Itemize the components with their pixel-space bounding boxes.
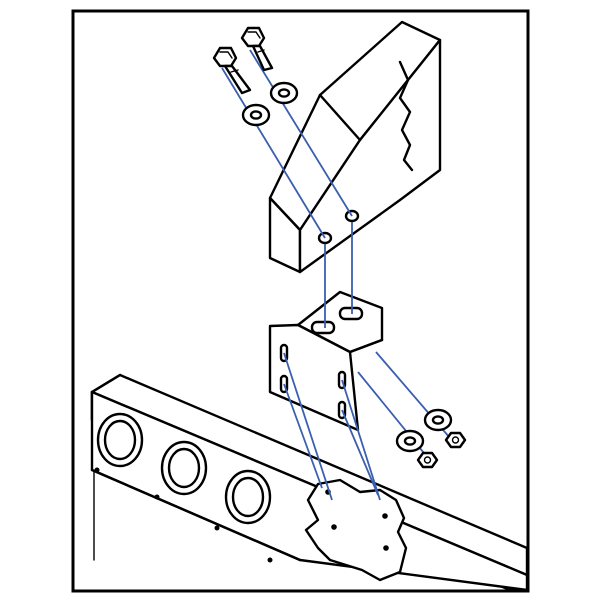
hex-bolt-icon	[212, 46, 252, 95]
bracket-slot-4	[279, 374, 289, 394]
flat-washer-icon	[423, 408, 453, 432]
rail-hole-2	[344, 209, 360, 223]
flat-washer-icon	[269, 81, 299, 105]
bracket-slot-5	[337, 370, 347, 390]
bracket-slot-6	[337, 400, 347, 420]
mounting-bracket	[268, 290, 384, 432]
lamp-2	[160, 440, 208, 496]
bar-mounting-plate	[304, 478, 408, 582]
rail-hole-1	[317, 231, 333, 245]
bracket-slot-2	[338, 306, 364, 321]
flat-washer-icon	[395, 429, 425, 453]
lamp-3	[224, 469, 272, 525]
bracket-slot-1	[310, 320, 336, 335]
tail-light-bar	[90, 373, 529, 592]
bracket-slot-3	[279, 343, 289, 363]
flat-washer-icon	[241, 103, 271, 127]
hex-nut-icon	[416, 451, 439, 469]
assembly-guide-lines	[221, 49, 451, 501]
hex-nut-icon	[444, 431, 467, 449]
lamp-1	[96, 412, 144, 468]
frame-rail	[268, 20, 442, 274]
hex-bolt-icon	[240, 26, 274, 72]
